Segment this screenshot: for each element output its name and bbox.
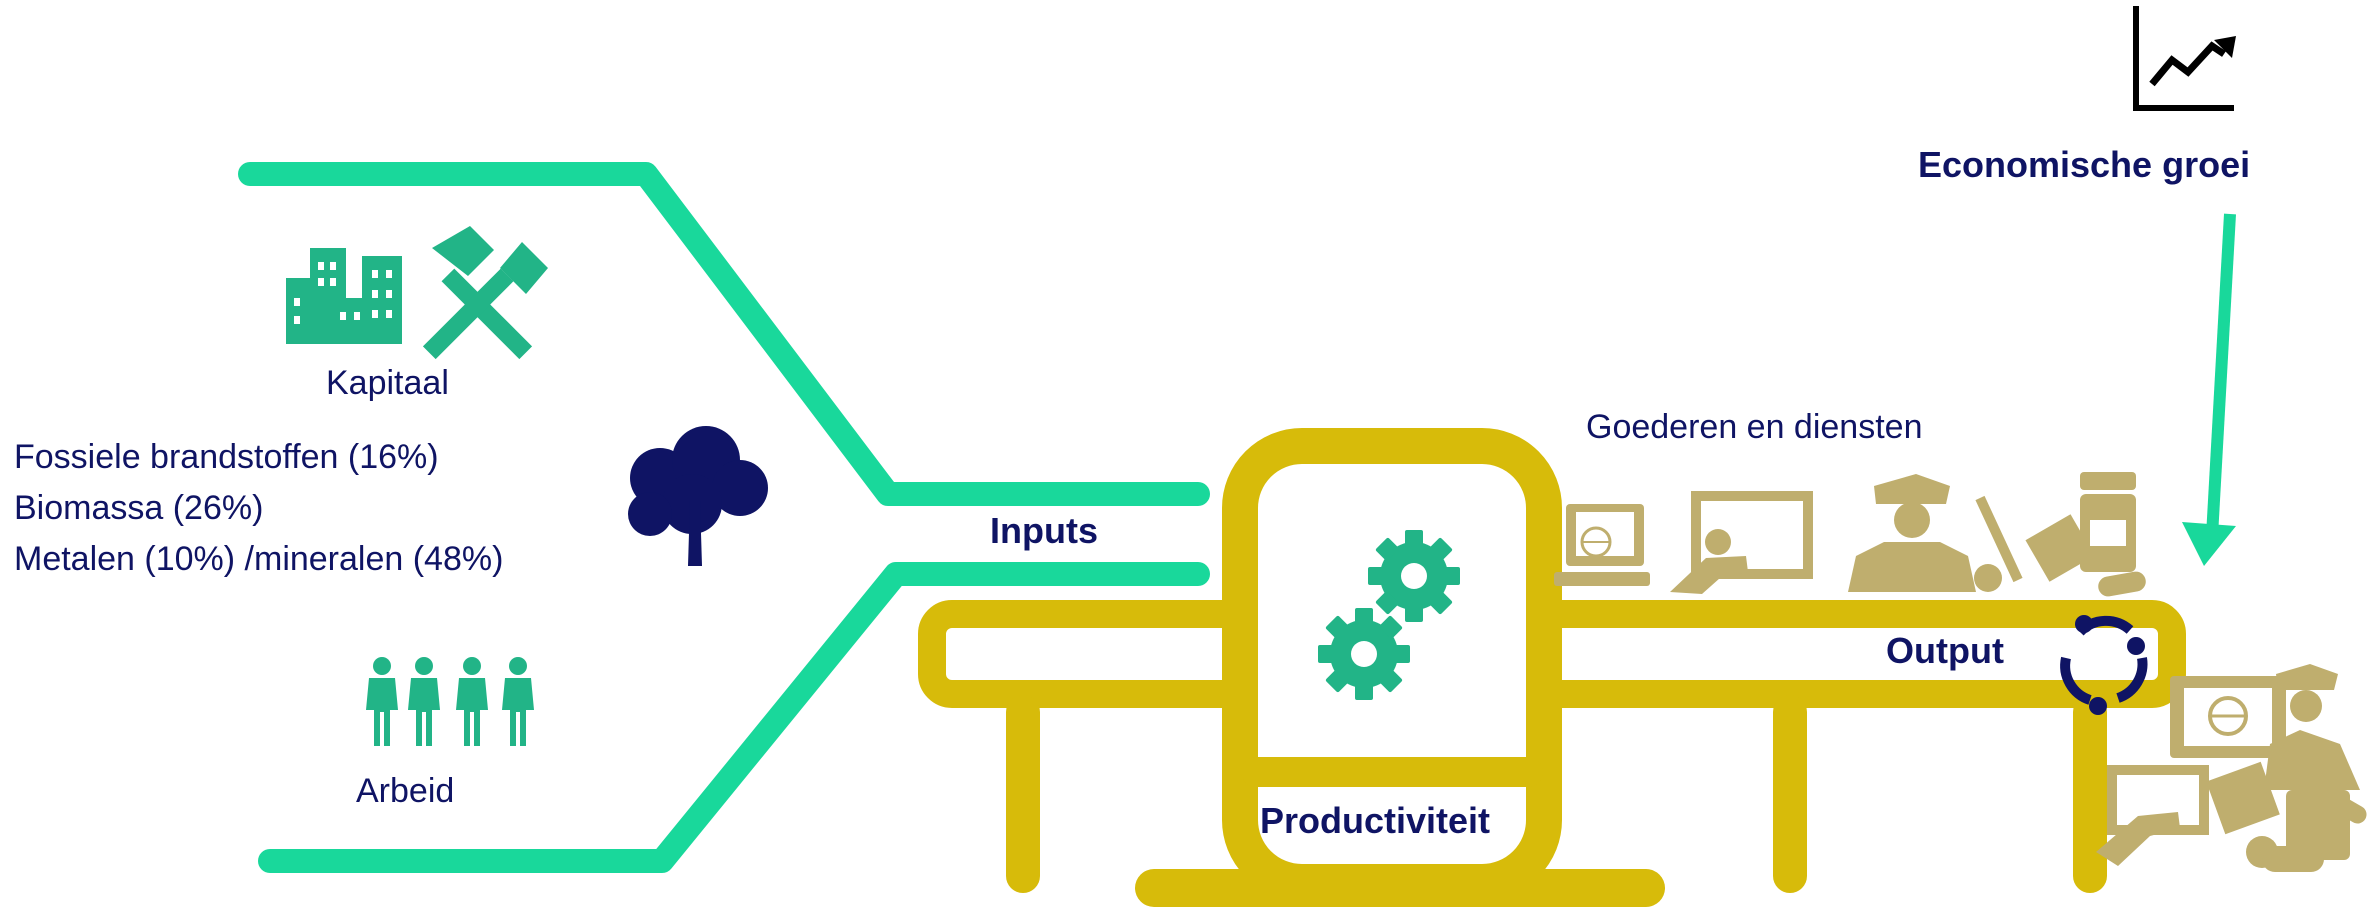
buildings-icon <box>286 248 402 344</box>
output-pile-icons <box>2096 664 2367 872</box>
resources-list: Fossiele brandstoffen (16%) Biomassa (26… <box>14 432 503 585</box>
cart-icon <box>1974 495 2095 592</box>
goods-services-label: Goederen en diensten <box>1586 408 1923 446</box>
medicine-icon <box>2080 472 2146 597</box>
people-icon <box>366 657 534 746</box>
tree-icon <box>628 426 768 566</box>
hammer-icon <box>422 226 548 360</box>
teacher-icon <box>1670 491 1813 594</box>
computer-icon <box>1554 504 1650 586</box>
labour-label: Arbeid <box>356 772 455 810</box>
goods-services-icons <box>1554 472 2146 597</box>
teacher-icon <box>2096 765 2209 866</box>
growth-chart-icon <box>2133 6 2236 111</box>
inputs-label: Inputs <box>990 510 1098 551</box>
resource-fossil: Fossiele brandstoffen (16%) <box>14 438 439 476</box>
growth-arrow <box>2182 213 2236 566</box>
medicine-icon <box>2262 790 2367 872</box>
police-icon <box>2264 664 2360 790</box>
input-flow-lines <box>238 162 1210 873</box>
economic-growth-label: Economische groei <box>1918 144 2251 185</box>
capital-label: Kapitaal <box>326 364 449 402</box>
resource-metals-minerals: Metalen (10%) /mineralen (48%) <box>14 540 504 578</box>
computer-icon <box>2170 676 2286 758</box>
recycle-icon <box>2060 615 2148 715</box>
police-icon <box>1848 474 1976 592</box>
output-label: Output <box>1886 630 2004 671</box>
capital-flow-line <box>238 162 1210 506</box>
resource-biomass: Biomassa (26%) <box>14 489 264 527</box>
productivity-label: Productiviteit <box>1260 800 1491 841</box>
labour-flow-line <box>258 562 1210 873</box>
